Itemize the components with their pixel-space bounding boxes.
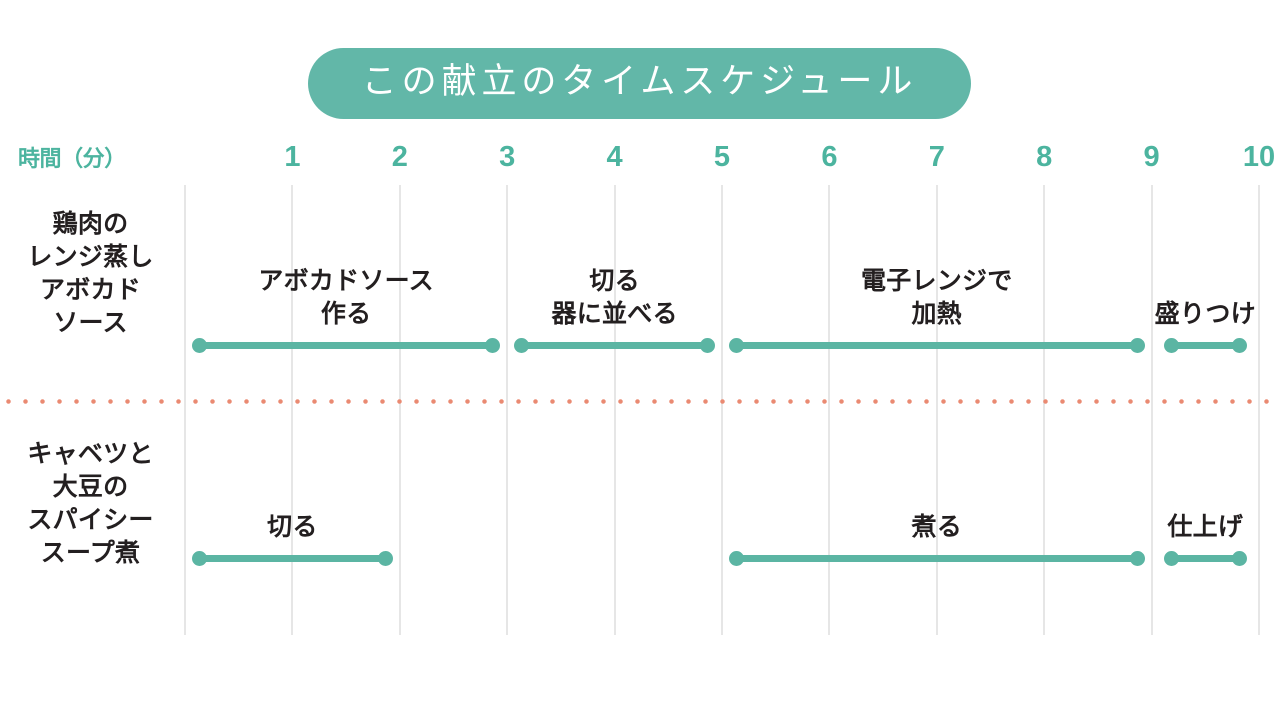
axis-tick-4: 4 (606, 141, 623, 173)
row-label-2: キャベツと大豆のスパイシースープ煮 (0, 438, 181, 570)
axis-tick-8: 8 (1036, 141, 1053, 173)
row-separator-dotted-line (0, 397, 1279, 406)
gridline (935, 185, 938, 635)
task-label: 電子レンジで加熱 (861, 265, 1013, 331)
task-label-line: 切る (267, 513, 318, 541)
task-label: アボカドソース作る (258, 265, 434, 331)
task-label-line: 作る (320, 300, 372, 328)
row-label-line: スパイシー (27, 506, 154, 534)
gridline (1258, 185, 1260, 635)
task-bar[interactable] (1163, 551, 1248, 566)
row-label-line: キャベツと (27, 440, 154, 468)
row-label-line: ソース (53, 309, 128, 337)
row-label-line: アボカド (39, 276, 141, 304)
task-bar[interactable] (728, 338, 1145, 353)
task-bar[interactable] (191, 338, 501, 353)
gridline (828, 185, 831, 635)
task-label-line: 盛りつけ (1154, 300, 1256, 328)
gridline (613, 185, 616, 635)
task-label: 仕上げ (1167, 511, 1243, 544)
task-label-line: 煮る (911, 513, 963, 541)
row-label-line: 大豆の (52, 473, 129, 501)
task-bar[interactable] (1163, 338, 1248, 353)
task-label: 切る器に並べる (551, 265, 677, 331)
task-label-line: 切る (589, 267, 640, 295)
task-label-line: 仕上げ (1167, 513, 1244, 541)
gridline (184, 185, 186, 635)
axis-tick-9: 9 (1143, 141, 1160, 173)
axis-tick-6: 6 (821, 141, 838, 173)
task-bar[interactable] (728, 551, 1145, 566)
task-label-line: 器に並べる (551, 300, 678, 328)
task-label: 盛りつけ (1155, 298, 1256, 331)
task-label-line: アボカドソース (258, 267, 434, 295)
axis-tick-7: 7 (928, 141, 945, 173)
task-bar[interactable] (513, 338, 716, 353)
axis-tick-3: 3 (499, 141, 516, 173)
row-label-line: レンジ蒸し (27, 243, 154, 271)
axis-tick-2: 2 (391, 141, 408, 173)
chart-title-container: この献立のタイムスケジュール (0, 48, 1279, 120)
task-label: 切る (267, 511, 318, 544)
task-bar[interactable] (191, 551, 394, 566)
gridline (398, 185, 401, 635)
gridline (506, 185, 509, 635)
axis-tick-1: 1 (284, 141, 301, 173)
gridline (1150, 185, 1153, 635)
gridline (1043, 185, 1046, 635)
task-label-line: 電子レンジで (861, 267, 1013, 295)
row-label-line: 鶏肉の (52, 210, 129, 238)
axis-title-time: 時間（分） (18, 146, 126, 171)
task-label: 煮る (912, 511, 963, 544)
row-label-1: 鶏肉のレンジ蒸しアボカドソース (0, 208, 181, 340)
gridline (291, 185, 294, 635)
task-label-line: 加熱 (911, 300, 963, 328)
axis-tick-10: 10 (1242, 141, 1276, 173)
row-label-line: スープ煮 (40, 539, 141, 567)
gridline (721, 185, 723, 635)
chart-title: この献立のタイムスケジュール (307, 48, 972, 120)
axis-tick-5: 5 (713, 141, 731, 173)
